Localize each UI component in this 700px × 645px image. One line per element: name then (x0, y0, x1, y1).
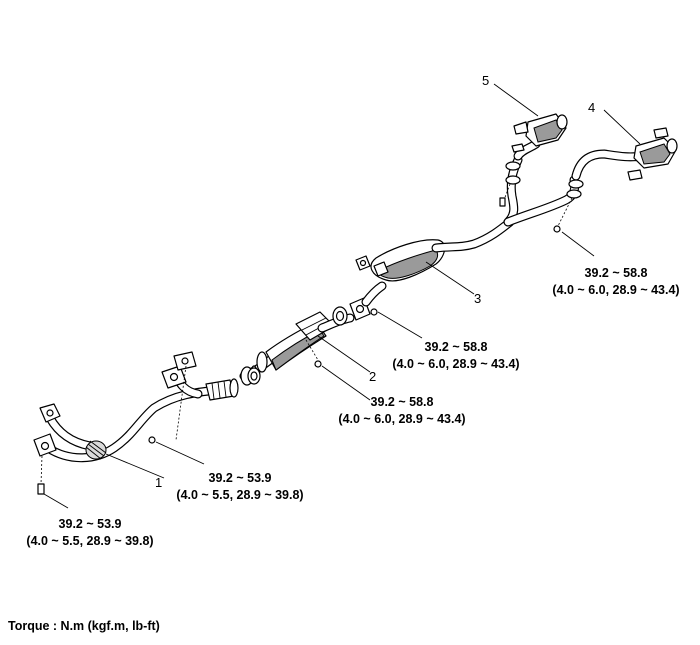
torque-value: 39.2 ~ 58.8 (585, 266, 648, 280)
torque-cat-front: 39.2 ~ 58.8 (4.0 ~ 6.0, 28.9 ~ 43.4) (338, 395, 465, 426)
cat-nut-front (314, 360, 322, 368)
torque-value: 39.2 ~ 58.8 (425, 340, 488, 354)
front-flange-lower (33, 433, 57, 457)
torque-value: 39.2 ~ 53.9 (59, 517, 122, 531)
torque-value: 39.2 ~ 58.8 (371, 395, 434, 409)
muffler-hanger (355, 255, 389, 277)
center-muffler (332, 217, 515, 326)
torque-unit-note: Torque : N.m (kgf.m, lb-ft) (8, 619, 160, 633)
torque-units: (4.0 ~ 6.0, 28.9 ~ 43.4) (338, 412, 465, 426)
front-flange-upper (39, 403, 61, 423)
front-pipe (33, 351, 239, 495)
callout-1: 1 (155, 475, 162, 490)
torque-front-bolt: 39.2 ~ 53.9 (4.0 ~ 5.5, 28.9 ~ 39.8) (26, 517, 153, 548)
muffler-nut (370, 308, 378, 316)
torque-value: 39.2 ~ 53.9 (209, 471, 272, 485)
front-bolt (37, 455, 45, 495)
left-gasket (505, 161, 521, 185)
rear-muffler-right (571, 127, 678, 181)
callout-5: 5 (482, 73, 489, 88)
gasket-top (173, 351, 197, 371)
cat-gasket-rear (332, 306, 348, 326)
torque-units: (4.0 ~ 5.5, 28.9 ~ 39.8) (176, 488, 303, 502)
leader-lines (43, 83, 641, 509)
torque-units: (4.0 ~ 6.0, 28.9 ~ 43.4) (392, 357, 519, 371)
callout-4: 4 (588, 100, 595, 115)
torque-units: (4.0 ~ 5.5, 28.9 ~ 39.8) (26, 534, 153, 548)
front-flex-joint (85, 440, 107, 460)
front-nut (148, 436, 156, 444)
torque-rear-right: 39.2 ~ 58.8 (4.0 ~ 6.0, 28.9 ~ 43.4) (552, 266, 679, 297)
torque-front-center: 39.2 ~ 53.9 (4.0 ~ 5.5, 28.9 ~ 39.8) (176, 471, 303, 502)
rear-flex-joint (205, 378, 239, 401)
rear-muffler-left (511, 113, 568, 161)
callout-3: 3 (474, 291, 481, 306)
callout-2: 2 (369, 369, 376, 384)
right-gasket (566, 179, 584, 199)
right-rear-nut (553, 225, 561, 233)
torque-cat-rear: 39.2 ~ 58.8 (4.0 ~ 6.0, 28.9 ~ 43.4) (392, 340, 519, 371)
cat-gasket-front (247, 367, 261, 385)
rear-pipe-split (499, 155, 584, 233)
torque-units: (4.0 ~ 6.0, 28.9 ~ 43.4) (552, 283, 679, 297)
left-rear-bolt (499, 197, 506, 207)
center-flange (161, 365, 187, 389)
